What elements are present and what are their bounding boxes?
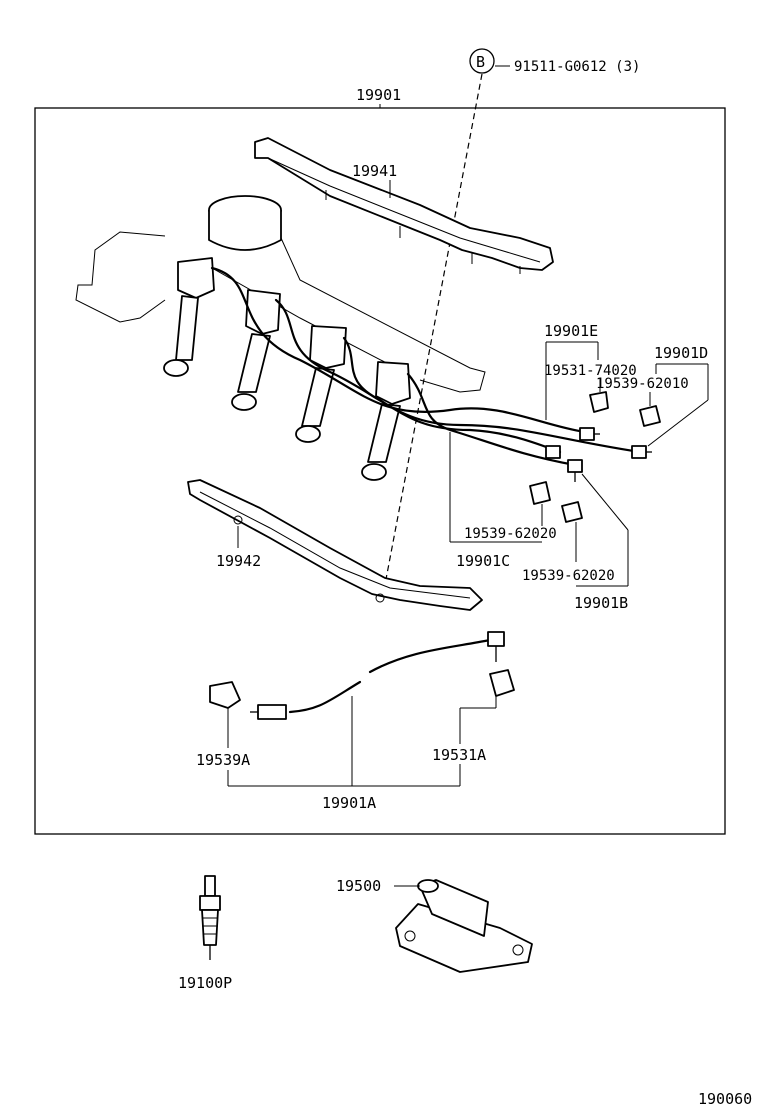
callout-b-leader: [382, 73, 483, 596]
clamp-62020-b: [561, 501, 583, 523]
cord-end-c: [545, 445, 561, 459]
cord-cover-lower: [187, 479, 483, 611]
figure-number: 190060: [698, 1090, 752, 1108]
cord-cover-upper: [254, 137, 554, 274]
cord-end-e: [579, 427, 600, 441]
boot-19531a: [489, 669, 515, 697]
engine-head-outline: [75, 195, 486, 393]
label-19901d: 19901D: [654, 344, 708, 362]
label-19539a: 19539A: [196, 751, 250, 769]
spark-plug: [199, 875, 221, 960]
plug-boot-1: [163, 257, 215, 377]
cord-19901a: [250, 631, 505, 720]
label-19901a: 19901A: [322, 794, 376, 812]
label-19531-74020: 19531-74020: [544, 363, 637, 379]
plug-boot-2: [231, 289, 281, 411]
label-19539-62010: 19539-62010: [596, 376, 689, 392]
label-19500: 19500: [336, 877, 381, 895]
callout-b-partno: 91511-G0612 (3): [514, 59, 640, 75]
clamp-62020-c: [529, 481, 551, 505]
label-19100p: 19100P: [178, 974, 232, 992]
label-19901c: 19901C: [456, 552, 510, 570]
cord-bundle: [210, 266, 642, 467]
callout-b: B 91511-G0612 (3): [382, 48, 640, 596]
label-19942: 19942: [216, 552, 261, 570]
label-19531a: 19531A: [432, 746, 486, 764]
cord-end-d: [631, 445, 652, 459]
callout-b-letter: B: [476, 53, 485, 71]
plug-boot-3: [295, 325, 347, 443]
label-19539-62020-c: 19539-62020: [464, 526, 557, 542]
clamp-19539a: [209, 681, 241, 709]
cord-end-b: [567, 459, 583, 482]
ignition-coil: [395, 879, 533, 973]
label-19901b: 19901B: [574, 594, 628, 612]
clamp-62010: [639, 405, 661, 427]
label-19941: 19941: [352, 162, 397, 180]
label-19901e: 19901E: [544, 322, 598, 340]
label-19539-62020-b: 19539-62020: [522, 568, 615, 584]
boot-74020: [589, 391, 609, 413]
label-19901: 19901: [356, 86, 401, 104]
plug-boot-4: [361, 361, 411, 481]
